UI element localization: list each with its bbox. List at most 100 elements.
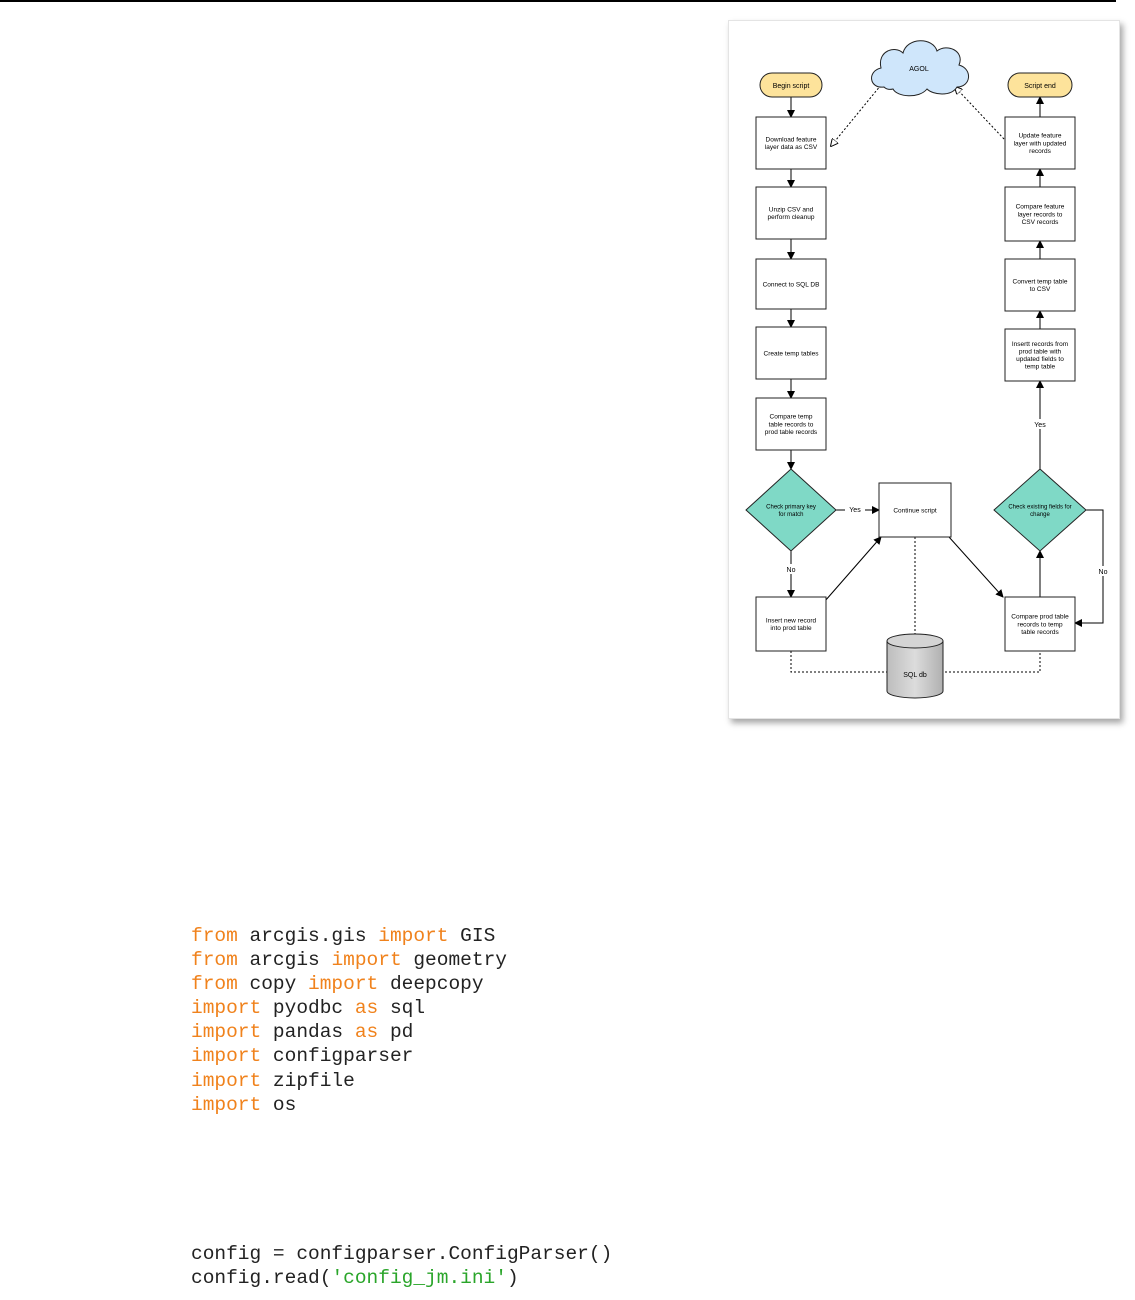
end-terminator xyxy=(1007,72,1073,98)
code-keyword: import xyxy=(191,1021,262,1044)
insert-new-label: into prod table xyxy=(770,625,812,632)
insert-records-label: updated fields to xyxy=(1016,356,1064,363)
convert-label: to CSV xyxy=(1030,286,1051,293)
end-label: Script end xyxy=(1024,83,1056,90)
process-box-compare-temp xyxy=(755,397,827,451)
update-label: Update feature xyxy=(1018,133,1061,140)
decision-fields-changed xyxy=(993,468,1087,552)
code-text: pandas xyxy=(261,1021,355,1044)
insert-records-label: Insertt records from xyxy=(1012,341,1068,348)
code-text: geometry xyxy=(401,949,507,972)
edge-label-yes: Yes xyxy=(1034,422,1046,429)
code-line: from copy import deepcopy xyxy=(191,973,484,995)
process-box-convert xyxy=(1004,258,1076,312)
sql-db-icon xyxy=(886,633,944,699)
code-line: import pandas as pd xyxy=(191,1021,413,1043)
code-line: import pyodbc as sql xyxy=(191,997,425,1019)
unzip-label: Unzip CSV and xyxy=(769,207,814,214)
compare-layer-label: CSV records xyxy=(1022,219,1060,226)
edge-label-no: No xyxy=(1099,569,1108,576)
process-box-insert-records xyxy=(1004,328,1076,382)
insert-records-label: prod table with xyxy=(1019,349,1062,356)
code-keyword: as xyxy=(354,1021,379,1044)
code-text: arcgis.gis xyxy=(237,925,379,947)
process-box-connect xyxy=(755,258,827,310)
code-text: config = configparser.ConfigParser() xyxy=(191,1243,613,1265)
code-keyword: as xyxy=(354,997,379,1020)
sql-db-label: SQL db xyxy=(903,672,927,679)
flowchart-diagram: AGOL Begin script Script end SQL db Down… xyxy=(745,40,1111,699)
top-rule xyxy=(0,0,1116,2)
update-label: layer with updated xyxy=(1014,140,1067,147)
edge-label-no: No xyxy=(787,567,796,574)
code-keyword: from xyxy=(191,973,238,996)
code-keyword: import xyxy=(378,925,449,947)
compare-layer-label: Compare feature xyxy=(1016,204,1065,211)
process-box-compare-layer xyxy=(1004,186,1076,242)
begin-label: Begin script xyxy=(773,83,810,90)
check-pk-label: for match xyxy=(778,512,803,518)
download-label: Download feature xyxy=(766,137,817,144)
process-box-download xyxy=(755,116,827,170)
code-keyword: import xyxy=(331,949,402,972)
insert-records-label: temp table xyxy=(1025,364,1056,371)
code-block-imports: from arcgis.gis import GIS from arcgis i… xyxy=(191,924,507,1117)
code-keyword: import xyxy=(191,1045,262,1068)
cloud-icon xyxy=(871,40,969,97)
code-keyword: import xyxy=(191,997,262,1020)
code-text: zipfile xyxy=(261,1069,355,1092)
flowchart-figure: AGOL Begin script Script end SQL db Down… xyxy=(728,20,1120,719)
code-text: pd xyxy=(378,1021,414,1044)
compare-prod-label: records to temp xyxy=(1017,621,1063,628)
cloud-connector xyxy=(831,84,882,146)
code-text: copy xyxy=(237,973,309,996)
code-line: config = configparser.ConfigParser() xyxy=(191,1243,612,1265)
compare-temp-label: Compare temp xyxy=(770,414,813,421)
edge-label-yes: Yes xyxy=(849,507,861,514)
connect-label: Connect to SQL DB xyxy=(763,281,820,288)
code-line: import configparser xyxy=(191,1045,413,1067)
code-text: deepcopy xyxy=(378,973,484,996)
code-text: sql xyxy=(378,997,426,1020)
code-text: configparser xyxy=(261,1045,414,1068)
code-text: os xyxy=(261,1093,297,1116)
process-box-create xyxy=(755,326,827,380)
process-box-update xyxy=(1004,116,1076,170)
update-label: records xyxy=(1029,148,1051,155)
compare-prod-label: Compare prod table xyxy=(1011,614,1069,621)
process-box-insert-new xyxy=(755,596,827,652)
code-text: arcgis xyxy=(237,949,332,972)
compare-prod-label: table records xyxy=(1021,629,1059,636)
compare-layer-label: layer records to xyxy=(1018,211,1063,218)
create-label: Create temp tables xyxy=(764,350,820,357)
check-fields-label: change xyxy=(1030,512,1050,518)
connector xyxy=(824,536,882,602)
code-block-config: config = configparser.ConfigParser() con… xyxy=(191,1242,612,1290)
unzip-label: perform cleanup xyxy=(768,214,815,221)
process-box-unzip xyxy=(755,186,827,240)
code-keyword: import xyxy=(191,1093,262,1116)
convert-label: Convert temp table xyxy=(1013,279,1068,286)
connector xyxy=(948,536,1004,598)
code-text: ) xyxy=(506,1267,519,1290)
code-keyword: import xyxy=(191,1069,262,1092)
compare-temp-label: table records to xyxy=(769,421,814,428)
cloud-connector xyxy=(955,87,1005,140)
code-text: GIS xyxy=(448,925,496,947)
code-line: from arcgis import geometry xyxy=(191,949,507,971)
code-keyword: import xyxy=(308,973,379,996)
continue-label: Continue script xyxy=(893,507,937,514)
decision-primary-key xyxy=(745,468,837,552)
cloud-label: AGOL xyxy=(909,66,929,73)
code-line: import zipfile xyxy=(191,1070,355,1092)
code-line: config.read('config_jm.ini') xyxy=(191,1267,519,1289)
code-keyword: from xyxy=(191,925,238,947)
process-box-continue xyxy=(878,482,952,538)
compare-temp-label: prod table records xyxy=(765,429,818,436)
code-text: config.read( xyxy=(191,1267,332,1290)
code-line: import os xyxy=(191,1094,296,1116)
check-pk-label: Check primary key xyxy=(766,505,816,511)
download-label: layer data as CSV xyxy=(765,144,818,151)
insert-new-label: Insert new record xyxy=(766,618,817,625)
db-connector xyxy=(945,651,1041,673)
